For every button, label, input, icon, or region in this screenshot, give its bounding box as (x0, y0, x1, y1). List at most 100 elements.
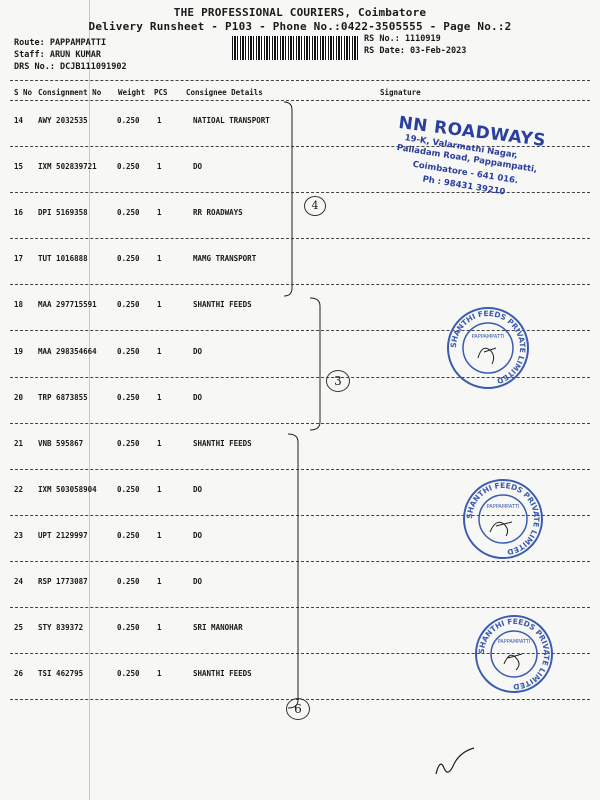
row-consignee: DO (193, 531, 203, 540)
row-sno: 26 (14, 669, 24, 678)
row-weight: 0.250 (117, 208, 140, 217)
row-weight: 0.250 (117, 347, 140, 356)
row-pcs: 1 (157, 347, 162, 356)
row-pcs: 1 (157, 393, 162, 402)
barcode (232, 36, 360, 60)
rs-date: RS Date: 03-Feb-2023 (364, 46, 467, 56)
drs-label: DRS No.: DCJB111091902 (14, 62, 127, 72)
row-consignee: DO (193, 393, 203, 402)
row-divider (10, 653, 590, 654)
col-weight: Weight (118, 88, 146, 97)
row-consignment-no: IXM 502839721 (38, 162, 97, 171)
row-weight: 0.250 (117, 577, 140, 586)
row-consignment-no: TSI 462795 (38, 669, 84, 678)
seal-3-ring-text: SHANTHI FEEDS PRIVATE LIMITED (477, 617, 551, 691)
row-consignment-no: MAA 297715591 (38, 300, 97, 309)
seal-1-signature (477, 347, 497, 365)
staff-label: Staff: ARUN KUMAR (14, 50, 101, 60)
row-weight: 0.250 (117, 439, 140, 448)
row-sno: 14 (14, 116, 24, 125)
svg-text:SHANTHI FEEDS PRIVATE LIMITED: SHANTHI FEEDS PRIVATE LIMITED (465, 481, 541, 557)
row-consignment-no: MAA 298354664 (38, 347, 97, 356)
row-pcs: 1 (157, 116, 162, 125)
row-sno: 16 (14, 208, 24, 217)
group-bracket-3 (287, 433, 299, 709)
row-weight: 0.250 (117, 116, 140, 125)
row-sno: 23 (14, 531, 24, 540)
svg-text:PAPPAMPATTI: PAPPAMPATTI (487, 504, 520, 510)
row-consignee: RR ROADWAYS (193, 208, 243, 217)
header-bottom-divider (10, 100, 590, 101)
row-weight: 0.250 (117, 300, 140, 309)
row-pcs: 1 (157, 162, 162, 171)
row-divider (10, 284, 590, 285)
row-divider (10, 561, 590, 562)
row-consignment-no: VNB 595867 (38, 439, 84, 448)
row-consignee: DO (193, 347, 203, 356)
row-divider (10, 330, 590, 331)
row-divider (10, 423, 590, 424)
row-consignment-no: TUT 1016888 (38, 254, 88, 263)
bottom-signature-mark (435, 747, 475, 775)
row-pcs: 1 (157, 439, 162, 448)
group-count-1: 4 (304, 196, 326, 216)
row-sno: 25 (14, 623, 24, 632)
row-sno: 24 (14, 577, 24, 586)
row-weight: 0.250 (117, 669, 140, 678)
row-consignee: SHANTHI FEEDS (193, 300, 252, 309)
row-pcs: 1 (157, 254, 162, 263)
seal-1-center-text: PAPPAMPATTI (472, 334, 505, 340)
col-signature: Signature (380, 88, 421, 97)
row-divider (10, 377, 590, 378)
row-divider (10, 238, 590, 239)
row-sno: 17 (14, 254, 24, 263)
row-weight: 0.250 (117, 254, 140, 263)
col-pcs: PCS (154, 88, 168, 97)
row-divider (10, 607, 590, 608)
company-title: THE PROFESSIONAL COURIERS, Coimbatore (173, 6, 427, 19)
route-label: Route: PAPPAMPATTI (14, 38, 107, 48)
row-pcs: 1 (157, 531, 162, 540)
row-consignment-no: UPT 2129997 (38, 531, 88, 540)
svg-text:SHANTHI FEEDS PRIVATE LIMITED: SHANTHI FEEDS PRIVATE LIMITED (449, 309, 527, 386)
col-consignee: Consignee Details (186, 88, 263, 97)
row-consignee: SHANTHI FEEDS (193, 439, 252, 448)
col-consignment: Consignment No (38, 88, 102, 97)
group-bracket-2 (309, 297, 321, 431)
seal-3-signature (503, 653, 523, 671)
row-weight: 0.250 (117, 162, 140, 171)
row-weight: 0.250 (117, 531, 140, 540)
rs-number: RS No.: 1110919 (364, 34, 441, 44)
row-consignee: DO (193, 485, 203, 494)
page-fold-line (89, 0, 90, 800)
svg-text:PAPPAMPATTI: PAPPAMPATTI (472, 334, 505, 340)
row-sno: 15 (14, 162, 24, 171)
row-divider (10, 192, 590, 193)
row-sno: 22 (14, 485, 24, 494)
runsheet-title: Delivery Runsheet - P103 - Phone No.:042… (88, 20, 512, 33)
seal-2-center-text: PAPPAMPATTI (487, 504, 520, 510)
row-pcs: 1 (157, 300, 162, 309)
svg-text:SHANTHI FEEDS PRIVATE LIMITED: SHANTHI FEEDS PRIVATE LIMITED (477, 617, 551, 691)
seal-3-center-text: PAPPAMPATTI (498, 639, 531, 645)
shanthi-feeds-seal-3: SHANTHI FEEDS PRIVATE LIMITED PAPPAMPATT… (475, 615, 553, 693)
row-sno: 20 (14, 393, 24, 402)
row-consignment-no: AWY 2032535 (38, 116, 88, 125)
header-divider (10, 80, 590, 81)
row-divider (10, 469, 590, 470)
row-pcs: 1 (157, 577, 162, 586)
row-pcs: 1 (157, 485, 162, 494)
seal-2-ring-text: SHANTHI FEEDS PRIVATE LIMITED (465, 481, 541, 557)
row-pcs: 1 (157, 669, 162, 678)
group-bracket-1 (283, 101, 293, 297)
row-consignment-no: TRP 6873855 (38, 393, 88, 402)
row-consignee: DO (193, 577, 203, 586)
svg-text:PAPPAMPATTI: PAPPAMPATTI (498, 639, 531, 645)
row-consignment-no: RSP 1773087 (38, 577, 88, 586)
col-sno: S No (14, 88, 33, 97)
seal-1-ring-text: SHANTHI FEEDS PRIVATE LIMITED (449, 309, 527, 386)
row-consignee: SHANTHI FEEDS (193, 669, 252, 678)
group-count-2: 3 (326, 370, 350, 392)
row-sno: 19 (14, 347, 24, 356)
